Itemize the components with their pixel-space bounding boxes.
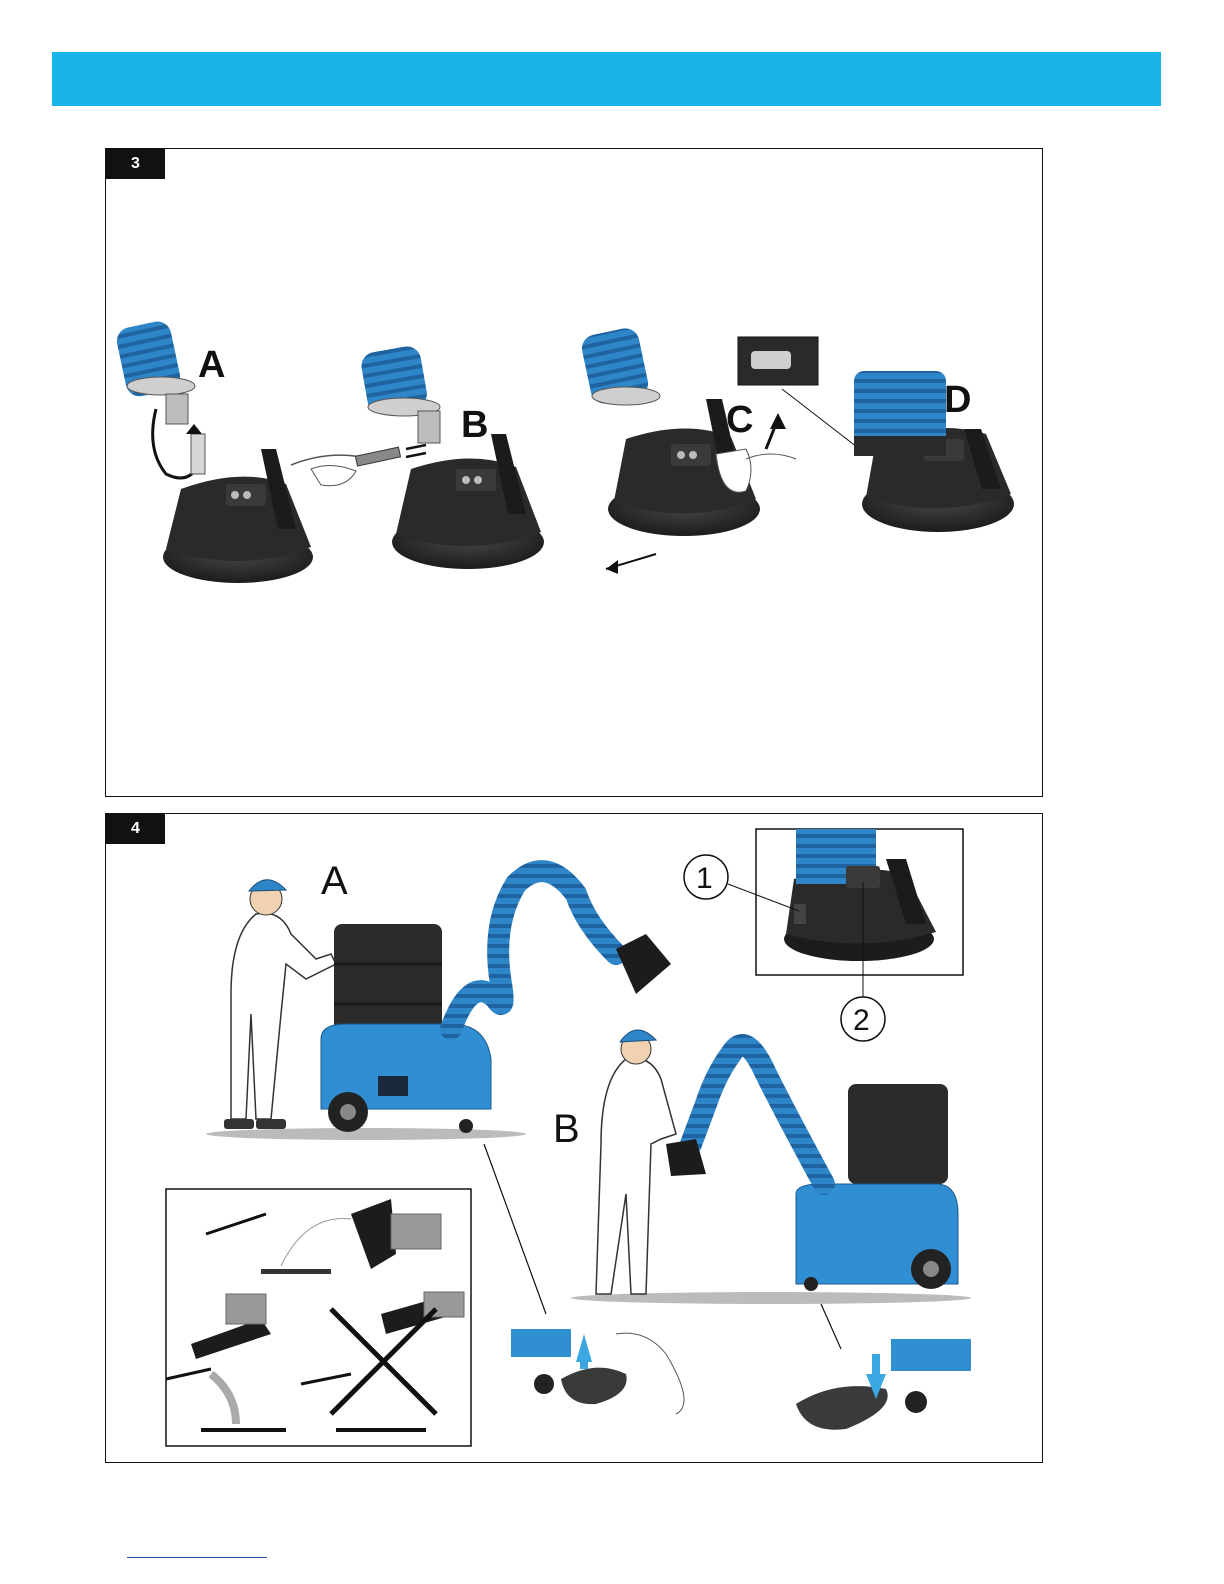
figure-4-illustration: A B 1 2 <box>106 814 1042 1461</box>
scene-a-label: A <box>321 859 348 903</box>
step-d-label: D <box>944 379 971 421</box>
figure-4-panel: 4 A <box>105 813 1043 1463</box>
step-d-drawing <box>854 371 1014 532</box>
brake-release-leader <box>484 1144 546 1314</box>
callout-1-number: 1 <box>696 862 713 895</box>
header-band <box>52 52 1161 106</box>
step-b-label: B <box>461 404 488 446</box>
scene-a-drawing <box>206 871 671 1140</box>
callout-2-number: 2 <box>853 1004 870 1037</box>
brake-engage-detail <box>796 1339 971 1430</box>
figure-3-illustration: A B <box>106 149 1042 795</box>
scene-b-drawing <box>571 1030 971 1304</box>
step-c-clamp-detail <box>751 351 791 369</box>
brake-engage-leader <box>821 1304 841 1349</box>
brake-release-detail <box>511 1329 684 1414</box>
step-c-leader-line <box>782 389 866 454</box>
step-a-label: A <box>198 344 225 386</box>
figure-3-panel: 3 A <box>105 148 1043 797</box>
step-c-label: C <box>726 399 753 441</box>
scene-b-label: B <box>553 1107 580 1151</box>
step-b-drawing <box>291 344 544 569</box>
footer-rule <box>127 1557 267 1558</box>
